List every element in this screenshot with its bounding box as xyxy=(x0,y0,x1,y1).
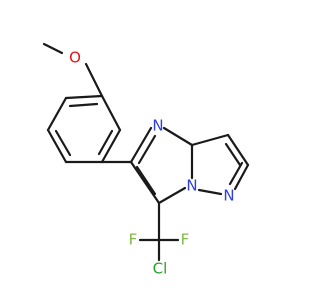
atom-label-n4: N xyxy=(152,117,163,135)
molecule-canvas: O N N N F F Cl xyxy=(42,42,250,278)
bond-c7-c6-inner xyxy=(135,165,157,196)
atom-f-left: F xyxy=(129,231,138,249)
atom-label-f-left: F xyxy=(129,231,138,249)
bond-ch3-o xyxy=(42,42,64,55)
atom-n-pyrazole: N xyxy=(223,187,234,205)
atom-label-cl: Cl xyxy=(153,260,168,278)
atom-label-o: O xyxy=(69,49,81,67)
bond-benzene-3 xyxy=(46,128,68,164)
bond-c2-n1 xyxy=(233,163,250,191)
bond-benzene-1-inner xyxy=(68,102,99,108)
bond-benzene-3-inner xyxy=(54,129,72,157)
atom-n-bridge: N xyxy=(186,177,197,195)
bond-c3-c2-inner xyxy=(224,142,242,167)
bond-benzene-5 xyxy=(100,128,122,164)
bond-c5-n4-inner xyxy=(137,134,157,165)
molecule-structure: O N N N F F Cl xyxy=(42,42,250,278)
atom-cl: Cl xyxy=(153,260,168,278)
atom-f-right: F xyxy=(181,231,190,249)
atom-labels: O N N N F F Cl xyxy=(69,49,235,278)
bonds xyxy=(42,42,250,262)
bond-n7a-c7 xyxy=(157,186,187,205)
bond-o-aryl xyxy=(84,62,104,98)
bond-benzene-6 xyxy=(100,94,122,132)
atom-label-n1: N xyxy=(223,187,234,205)
bond-n1-n7a xyxy=(197,188,223,196)
atom-label-f-right: F xyxy=(181,231,190,249)
bond-c7-c6 xyxy=(129,160,161,205)
bond-c5-n4 xyxy=(129,126,153,164)
atom-n-pyrimidine: N xyxy=(152,117,163,135)
atom-label-n-bridge: N xyxy=(186,177,197,195)
bond-benzene-5-inner xyxy=(97,129,114,156)
bond-c3-c2 xyxy=(226,133,250,167)
atom-o-methoxy: O xyxy=(69,49,81,67)
bond-c2-n1-inner xyxy=(228,161,244,186)
bond-benzene-2 xyxy=(46,96,68,132)
bond-n4-c3a xyxy=(162,126,194,147)
bond-benzene-1 xyxy=(64,94,104,100)
bond-c3a-c3 xyxy=(190,133,230,147)
